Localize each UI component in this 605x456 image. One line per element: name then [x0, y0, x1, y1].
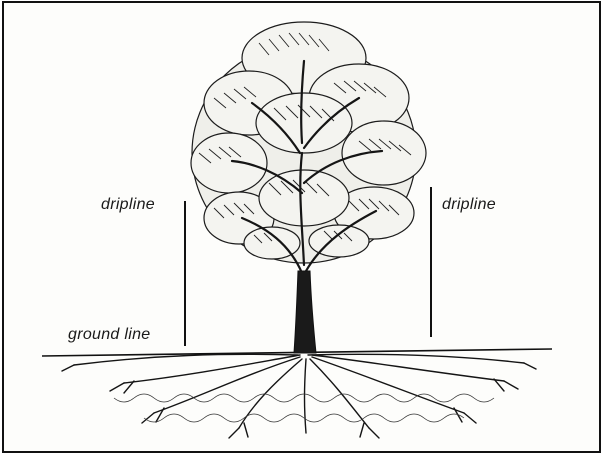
- dripline-left-label: dripline: [101, 196, 155, 214]
- tree-illustration: [4, 3, 601, 453]
- dripline-right-label: dripline: [442, 196, 496, 214]
- ground-line-label: ground line: [68, 326, 150, 344]
- tree-roots: [62, 354, 536, 438]
- tree-trunk: [294, 271, 316, 353]
